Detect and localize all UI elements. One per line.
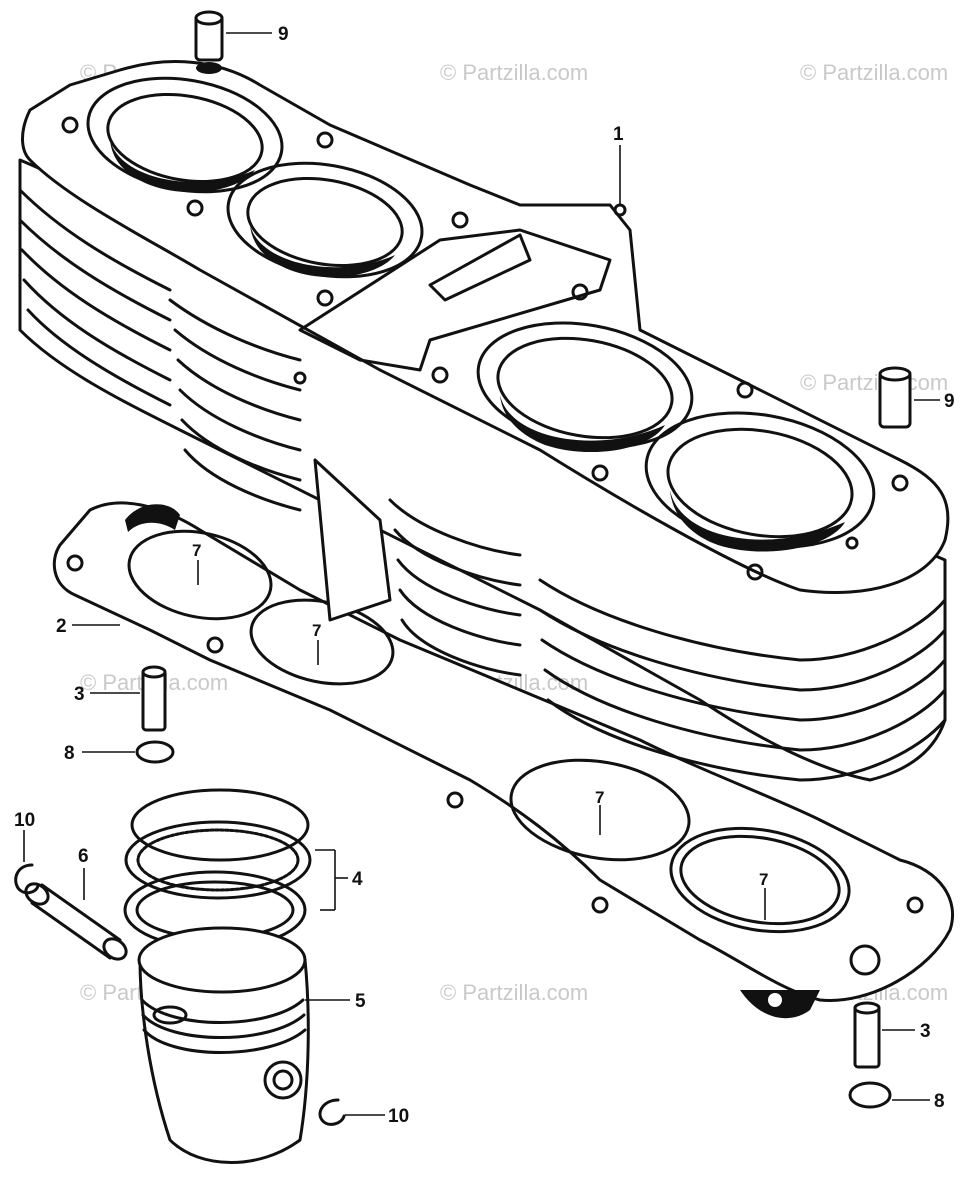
cylinder-block[interactable] xyxy=(18,60,950,782)
callout-8-right: 8 xyxy=(934,1091,945,1112)
watermark: © Partzilla.com xyxy=(440,980,588,1005)
callout-10-right: 10 xyxy=(388,1106,409,1127)
callout-2: 2 xyxy=(56,616,67,637)
callout-labels: 9 1 9 2 3 8 4 5 6 10 10 3 8 7 7 7 7 xyxy=(14,24,955,1127)
dowel-pin-top[interactable] xyxy=(194,10,224,74)
callout-8-left: 8 xyxy=(64,743,75,764)
dowel-left[interactable] xyxy=(141,665,167,732)
cylinder-gasket[interactable] xyxy=(52,501,955,1019)
dowel-pin-right[interactable] xyxy=(878,366,912,429)
dowel-right[interactable] xyxy=(853,1001,881,1069)
piston-pin[interactable] xyxy=(22,880,130,964)
leader-lines xyxy=(23,32,940,1116)
piston[interactable] xyxy=(137,926,310,1164)
piston-pin-clip-left[interactable] xyxy=(14,863,40,895)
callout-7-bore-2: 7 xyxy=(312,621,321,640)
callout-7-bore-1: 7 xyxy=(192,541,201,560)
watermark: © Partzilla.com xyxy=(800,60,948,85)
callout-10-left: 10 xyxy=(14,810,35,831)
callout-9-top: 9 xyxy=(278,24,289,45)
callout-3-left: 3 xyxy=(74,684,85,705)
o-ring-left[interactable] xyxy=(135,740,175,764)
callout-3-right: 3 xyxy=(920,1021,931,1042)
callout-6: 6 xyxy=(78,846,89,867)
callout-1: 1 xyxy=(613,124,624,145)
callout-5: 5 xyxy=(355,991,366,1012)
callout-4: 4 xyxy=(352,869,363,890)
callout-7-bore-4: 7 xyxy=(759,870,768,889)
piston-ring-set[interactable] xyxy=(123,788,312,950)
piston-pin-clip-right[interactable] xyxy=(318,1098,346,1126)
o-ring-right[interactable] xyxy=(848,1081,892,1109)
callout-9-right: 9 xyxy=(944,391,955,412)
watermark: © Partzilla.com xyxy=(800,370,948,395)
watermark: © Partzilla.com xyxy=(440,60,588,85)
callout-7-bore-3: 7 xyxy=(595,788,604,807)
